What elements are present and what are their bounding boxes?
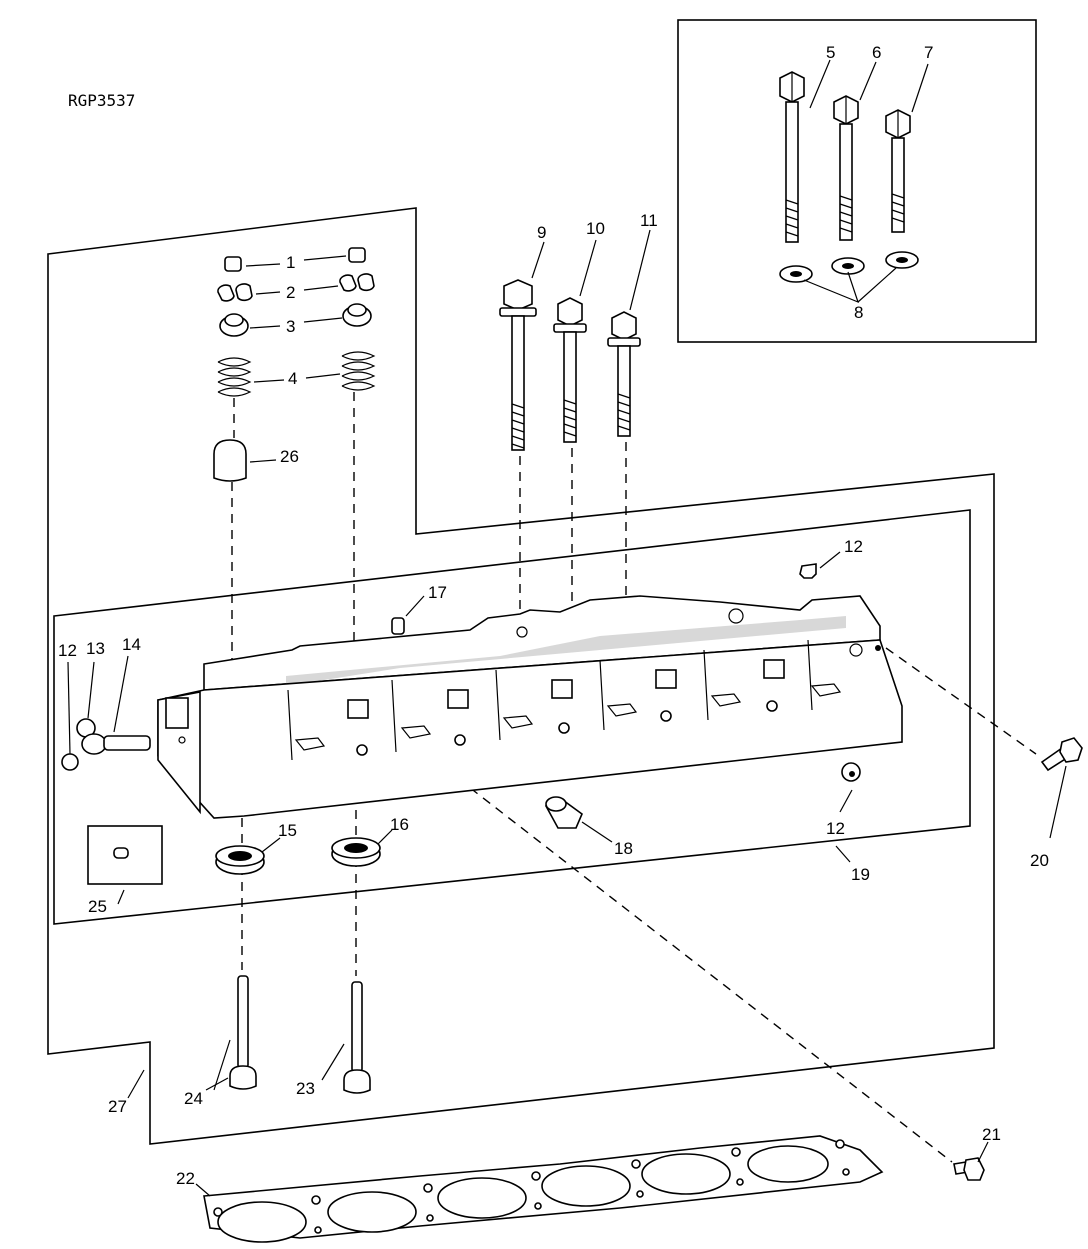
- plug-18: [544, 796, 583, 829]
- head-bolt-medium-6: [833, 95, 859, 241]
- callout-20: 20: [1030, 851, 1049, 870]
- callout-23: 23: [296, 1079, 315, 1098]
- callout-8: 8: [854, 303, 863, 322]
- valve-springs-4: [217, 351, 376, 397]
- callout-14: 14: [122, 635, 141, 654]
- callout-27: 27: [108, 1097, 127, 1116]
- valve-stem-seal-26: [213, 439, 247, 482]
- valve-seat-insert-15: [215, 845, 265, 875]
- valve-keepers-1: [224, 247, 366, 272]
- decal-25: [87, 825, 163, 885]
- head-bolt-10: [553, 297, 587, 443]
- callout-5: 5: [826, 43, 835, 62]
- callout-4: 4: [288, 369, 297, 388]
- callout-3: 3: [286, 317, 295, 336]
- callout-22: 22: [176, 1169, 195, 1188]
- callout-12-top: 12: [844, 537, 863, 556]
- callout-6: 6: [872, 43, 881, 62]
- callout-24: 24: [184, 1089, 203, 1108]
- valve-seat-insert-16: [331, 837, 381, 867]
- head-bolt-short-7: [885, 109, 911, 233]
- callout-12-left: 12: [58, 641, 77, 660]
- callout-11: 11: [640, 211, 658, 230]
- callout-7: 7: [924, 43, 933, 62]
- head-bolt-inset-box: [677, 19, 1037, 343]
- valve-23: [343, 981, 371, 1094]
- callout-21: 21: [982, 1125, 1001, 1144]
- cap-screw-21: [953, 1157, 985, 1181]
- cylinder-head-19: [157, 595, 903, 819]
- washer-8: [779, 251, 919, 283]
- callout-2: 2: [286, 283, 295, 302]
- plug-12-top: [799, 563, 817, 579]
- callout-18: 18: [614, 839, 633, 858]
- fitting-14: [81, 733, 151, 755]
- callout-19: 19: [851, 865, 870, 884]
- callout-13: 13: [86, 639, 105, 658]
- spring-retainers-3: [219, 303, 372, 337]
- callout-12-side: 12: [826, 819, 845, 838]
- cap-screw-20: [1040, 737, 1083, 772]
- plug-12-side: [841, 762, 861, 782]
- valve-locks-2: [217, 273, 375, 302]
- callout-17: 17: [428, 583, 447, 602]
- head-bolt-11: [607, 311, 641, 437]
- head-bolt-9: [499, 279, 537, 451]
- head-bolt-long-5: [779, 71, 805, 243]
- callout-1: 1: [286, 253, 295, 272]
- callout-10: 10: [586, 219, 605, 238]
- callout-26: 26: [280, 447, 299, 466]
- valve-24: [229, 975, 257, 1090]
- callout-9: 9: [537, 223, 546, 242]
- head-gasket-22: [203, 1135, 884, 1243]
- callout-25: 25: [88, 897, 107, 916]
- head-assembly-outline-19: [53, 509, 971, 925]
- callout-15: 15: [278, 821, 297, 840]
- callout-16: 16: [390, 815, 409, 834]
- plug-12-left: [61, 753, 79, 771]
- overhaul-kit-outline-27: [47, 207, 995, 1145]
- figure-code: RGP3537: [68, 91, 135, 110]
- dowel-17: [391, 617, 405, 635]
